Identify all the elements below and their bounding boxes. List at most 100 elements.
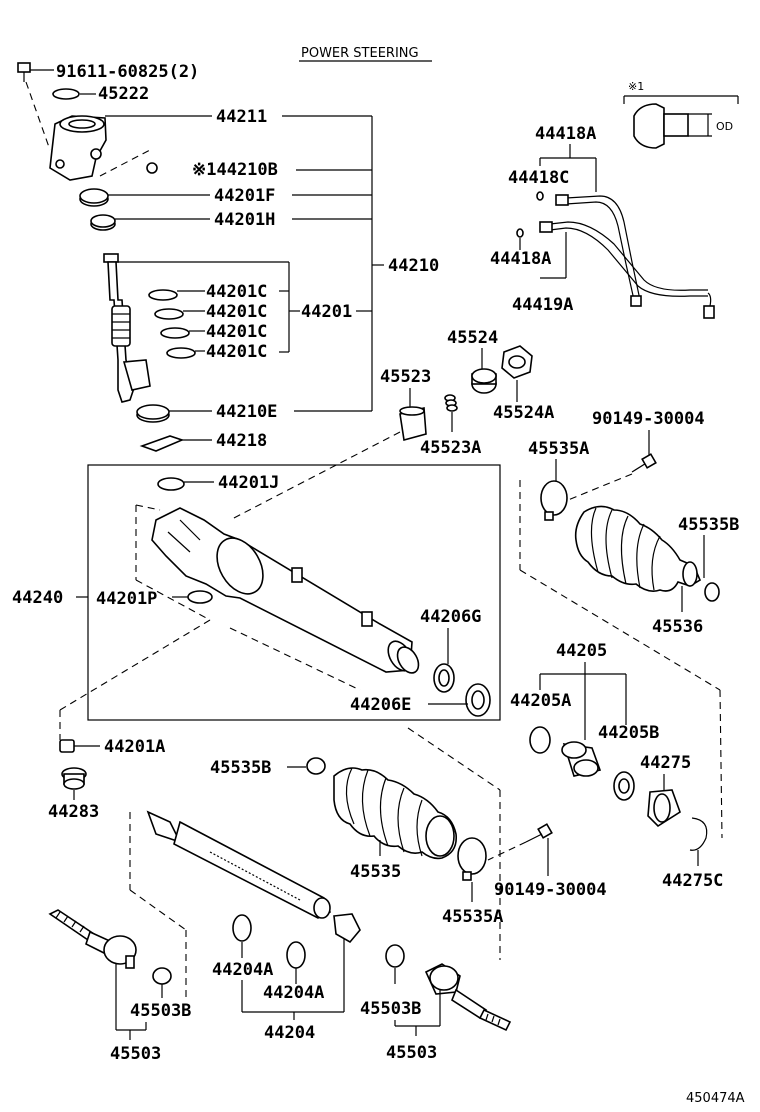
diagram-title: POWER STEERING <box>301 46 419 61</box>
label-44201f: 44201F <box>214 186 275 206</box>
cap-44201a-part <box>59 739 75 753</box>
label-44210b: ※144210B <box>192 160 278 180</box>
label-44204: 44204 <box>264 1023 315 1043</box>
washer-45503b-left-part <box>152 967 172 985</box>
clamp-45535a-top-part <box>540 480 568 521</box>
label-44201p: 44201P <box>96 589 157 609</box>
label-91611-60825: 91611-60825(2) <box>56 62 199 82</box>
label-44201h: 44201H <box>214 210 275 230</box>
label-44218: 44218 <box>216 431 267 451</box>
label-44201c-3: 44201C <box>206 322 267 342</box>
label-45524: 45524 <box>447 328 498 348</box>
od-reference-part <box>633 103 689 149</box>
label-44275c: 44275C <box>662 871 723 891</box>
label-44418a: 44418A <box>535 124 596 144</box>
washer-45222-part <box>52 88 80 100</box>
rack-housing-44240-part <box>151 507 420 674</box>
bushing-44205-part <box>561 741 602 777</box>
bearing-44201f-part <box>79 188 109 207</box>
boot-45535-part <box>333 767 458 860</box>
boot-45536-part <box>574 505 702 592</box>
seal-44201h-part <box>90 214 116 231</box>
label-44418a-2: 44418A <box>490 249 551 269</box>
label-44204a-2: 44204A <box>263 983 324 1003</box>
o-ring-44418a-part <box>516 228 524 238</box>
label-44201c-4: 44201C <box>206 342 267 362</box>
bushing-44201p-part <box>187 590 213 604</box>
label-44283: 44283 <box>48 802 99 822</box>
label-44210e: 44210E <box>216 402 277 422</box>
label-45535b-top: 45535B <box>678 515 739 535</box>
label-44205b: 44205B <box>598 723 659 743</box>
gasket-44218-part <box>139 435 185 452</box>
plug-45524-part <box>471 368 497 394</box>
seal-ring-44201c-2 <box>154 308 184 320</box>
label-45503b-left: 45503B <box>130 1001 191 1021</box>
label-45535: 45535 <box>350 862 401 882</box>
snap-ring-44275c-part <box>689 817 708 851</box>
rack-44204-part <box>146 810 361 944</box>
ring-44205a-part <box>529 726 551 754</box>
label-45536: 45536 <box>652 617 703 637</box>
housing-44211-part <box>49 115 107 181</box>
bearing-44201j-part <box>157 477 185 491</box>
clamp-45535a-bot-part <box>457 837 487 881</box>
ring-44204a-2-part <box>286 941 306 969</box>
tube-44418a-upper-part <box>555 194 642 307</box>
label-44211: 44211 <box>216 107 267 127</box>
nut-45524a-part <box>501 345 533 379</box>
label-44418c: 44418C <box>508 168 569 188</box>
bearing-44205b-part <box>613 771 635 801</box>
tie-rod-end-45503-left-part <box>48 909 137 969</box>
yoke-45523-part <box>399 406 427 442</box>
seal-ring-44201c-4 <box>166 347 196 359</box>
label-44210: 44210 <box>388 256 439 276</box>
spring-45523a-part <box>444 394 458 412</box>
note-dimension-label: OD <box>716 120 733 133</box>
label-45523: 45523 <box>380 367 431 387</box>
stopper-44275-part <box>647 789 681 828</box>
label-90149-bot: 90149-30004 <box>494 880 607 900</box>
label-44204a-1: 44204A <box>212 960 273 980</box>
label-90149-top: 90149-30004 <box>592 409 705 429</box>
bolt-90149-bot-part <box>525 823 553 843</box>
tie-rod-end-45503-right-part <box>424 963 512 1032</box>
label-45523a: 45523A <box>420 438 481 458</box>
seal-44206e-part <box>465 683 491 717</box>
ring-44204a-1-part <box>232 914 252 942</box>
plug-44283-part <box>61 767 87 790</box>
label-45535a-bot: 45535A <box>442 907 503 927</box>
label-44201a: 44201A <box>104 737 165 757</box>
label-44419a: 44419A <box>512 295 573 315</box>
nut-44210b-part <box>146 162 158 174</box>
label-44201c-2: 44201C <box>206 302 267 322</box>
label-44201j: 44201J <box>218 473 279 493</box>
tube-44418a-lower-part <box>539 221 715 319</box>
seal-ring-44201c-1 <box>148 289 178 301</box>
label-44240: 44240 <box>12 588 63 608</box>
label-45503-right: 45503 <box>386 1043 437 1063</box>
label-44201: 44201 <box>301 302 352 322</box>
o-ring-44418c-part <box>536 191 544 201</box>
pinion-shaft-44201-part <box>103 253 151 403</box>
label-45535b-bot: 45535B <box>210 758 271 778</box>
label-45503-left: 45503 <box>110 1044 161 1064</box>
label-45222: 45222 <box>98 84 149 104</box>
label-44206g: 44206G <box>420 607 481 627</box>
bolt-91611-part <box>17 62 31 82</box>
label-44275: 44275 <box>640 753 691 773</box>
label-45524a: 45524A <box>493 403 554 423</box>
label-44205: 44205 <box>556 641 607 661</box>
washer-45503b-right-part <box>385 944 405 968</box>
bearing-44210e-part <box>136 404 170 423</box>
bolt-90149-top-part <box>631 453 657 473</box>
label-44201c-1: 44201C <box>206 282 267 302</box>
figure-number: 450474A <box>686 1091 745 1106</box>
seal-44206g-inner <box>438 669 450 687</box>
label-45503b-right: 45503B <box>360 999 421 1019</box>
label-44206e: 44206E <box>350 695 411 715</box>
clip-45535b-top-part <box>704 582 720 602</box>
rack-housing-assembly-box <box>87 464 501 721</box>
